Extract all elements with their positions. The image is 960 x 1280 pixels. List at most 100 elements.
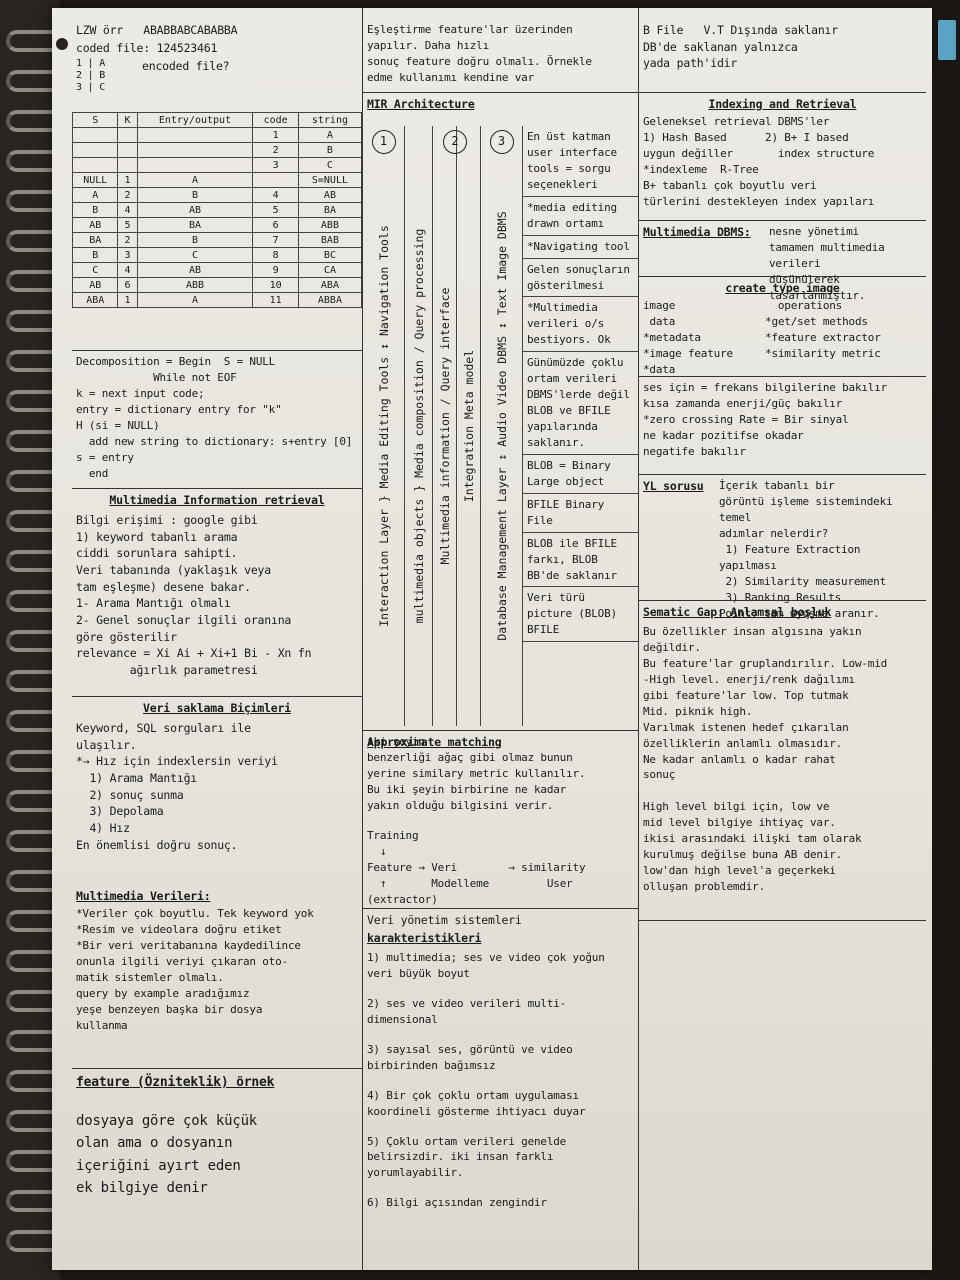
layer-number: 2 [443, 130, 467, 154]
punch-hole [56, 38, 68, 50]
vys-title: Veri yönetim sistemleri [367, 913, 522, 927]
yl-body: İçerik tabanlı bir görüntü işleme sistem… [719, 479, 893, 620]
table-cell: 4 [252, 187, 299, 203]
table-cell: BAB [297, 232, 363, 248]
divider [639, 220, 926, 221]
table-cell: A [136, 172, 254, 188]
table-cell: BA [71, 232, 119, 248]
table-cell: A [71, 187, 119, 203]
table-cell: 10 [252, 277, 299, 293]
table-cell: 11 [252, 292, 299, 308]
table-cell: A [297, 127, 363, 143]
table-cell: 5 [117, 217, 138, 233]
arch-note: Veri türü picture (BLOB) BFILE [523, 587, 638, 643]
table-cell: 2 [117, 187, 138, 203]
table-cell: 4 [117, 202, 138, 218]
arch-layer-3: 3 Database Management Layer ↕ Audio Vide… [481, 126, 523, 726]
table-cell: BC [297, 247, 363, 263]
mini-dict-entry: 3 | C [76, 82, 106, 93]
table-header: Entry/output [136, 112, 254, 128]
arch-note: BLOB = Binary Large object [523, 455, 638, 494]
table-cell [117, 157, 138, 173]
decomposition-text: Decomposition = Begin S = NULL While not… [76, 355, 353, 480]
table-header: K [117, 112, 138, 128]
list-item: 4) Bir çok çoklu ortam uygulaması koordi… [367, 1088, 586, 1118]
table-cell: 3 [117, 247, 138, 263]
vys-list: 1) multimedia; ses ve video çok yoğun ve… [367, 950, 634, 1225]
storage-title: Veri saklama Biçimleri [143, 701, 291, 715]
feature-title: feature (Özniteklik) örnek [76, 1075, 275, 1090]
spiral-binding [0, 0, 64, 1280]
table-cell: NULL [71, 172, 119, 188]
table-cell: C [297, 157, 363, 173]
divider [639, 474, 926, 475]
table-cell: ABB [297, 217, 363, 233]
table-cell: B [297, 142, 363, 158]
table-cell: BA [136, 217, 254, 233]
lzw-question: encoded file? [142, 59, 230, 73]
arch-note: *Navigating tool [523, 236, 638, 259]
table-cell: 2 [117, 232, 138, 248]
arch-note: Günümüzde çoklu ortam verileri DBMS'lerd… [523, 352, 638, 455]
approx-body: iki şeyin benzerliği ağaç gibi olmaz bun… [367, 735, 586, 812]
table-cell: S=NULL [297, 172, 363, 188]
arch-layer-1-text: Interaction Layer } Media Editing Tools … [376, 225, 391, 627]
notebook-edge [932, 0, 960, 1280]
image-title: create type image [725, 281, 840, 295]
table-cell: AB [136, 202, 254, 218]
indexing-title: Indexing and Retrieval [708, 97, 857, 111]
indexing-body: Geleneksel retrieval DBMS'ler 1) Hash Ba… [643, 115, 875, 208]
approx-flow: Training ↓ Feature → Veri → similarity ↑… [367, 829, 586, 906]
table-cell: 7 [252, 232, 299, 248]
list-item: 3) sayısal ses, görüntü ve video birbiri… [367, 1042, 579, 1072]
arch-note: *Multimedia verileri o/s bestiyors. Ok [523, 297, 638, 353]
table-cell: 8 [252, 247, 299, 263]
table-cell: 9 [252, 262, 299, 278]
table-cell: AB [71, 277, 119, 293]
table-cell: 1 [252, 127, 299, 143]
column-right: B File V.T Dışında saklanır DB'de saklan… [638, 8, 926, 1270]
divider-tab [938, 20, 956, 60]
arch-note: BFILE Binary File [523, 494, 638, 533]
arch-note: Gelen sonuçların gösterilmesi [523, 259, 638, 298]
table-cell: 5 [252, 202, 299, 218]
notebook-page: LZW örr ABABBABCABABBA coded file: 12452… [52, 8, 932, 1270]
table-header: S [71, 112, 119, 128]
divider [639, 920, 926, 921]
arch-layer-2c: 2 Integration Meta model [443, 126, 481, 726]
table-cell [136, 157, 254, 173]
vys-subtitle: karakteristikleri [367, 931, 482, 945]
divider [72, 350, 362, 351]
layer-number: 3 [489, 130, 514, 154]
table-cell: 3 [252, 157, 299, 173]
table-cell: 2 [252, 142, 299, 158]
table-cell: 6 [117, 277, 138, 293]
arch-layer-1: 1 Interaction Layer } Media Editing Tool… [363, 126, 405, 726]
mm-data-title: Multimedia Verileri: [76, 889, 211, 903]
layer-number: 1 [371, 130, 396, 154]
lzw-coded: coded file: 124523461 [76, 41, 218, 55]
table-cell: C [71, 262, 119, 278]
arch-note: En üst katman user interface tools = sor… [523, 126, 638, 197]
table-cell: CA [297, 262, 363, 278]
arch-layer-2b-text: Multimedia information / Query interface [437, 287, 452, 565]
mir-architecture: 1 Interaction Layer } Media Editing Tool… [363, 126, 638, 726]
table-cell [71, 142, 119, 158]
table-cell [71, 127, 119, 143]
matching-note: Eşleştirme feature'lar üzerinden yapılır… [367, 23, 592, 84]
storage-body: Keyword, SQL sorguları ile ulaşılır. *→ … [76, 721, 278, 852]
table-cell: 6 [252, 217, 299, 233]
bfile-note: B File V.T Dışında saklanır DB'de saklan… [643, 23, 838, 71]
list-item: 6) Bilgi açısından zengindir [367, 1196, 547, 1210]
arch-title: MIR Architecture [367, 97, 475, 111]
mm-data-body: *Veriler çok boyutlu. Tek keyword yok *R… [76, 907, 314, 1032]
table-cell [117, 127, 138, 143]
